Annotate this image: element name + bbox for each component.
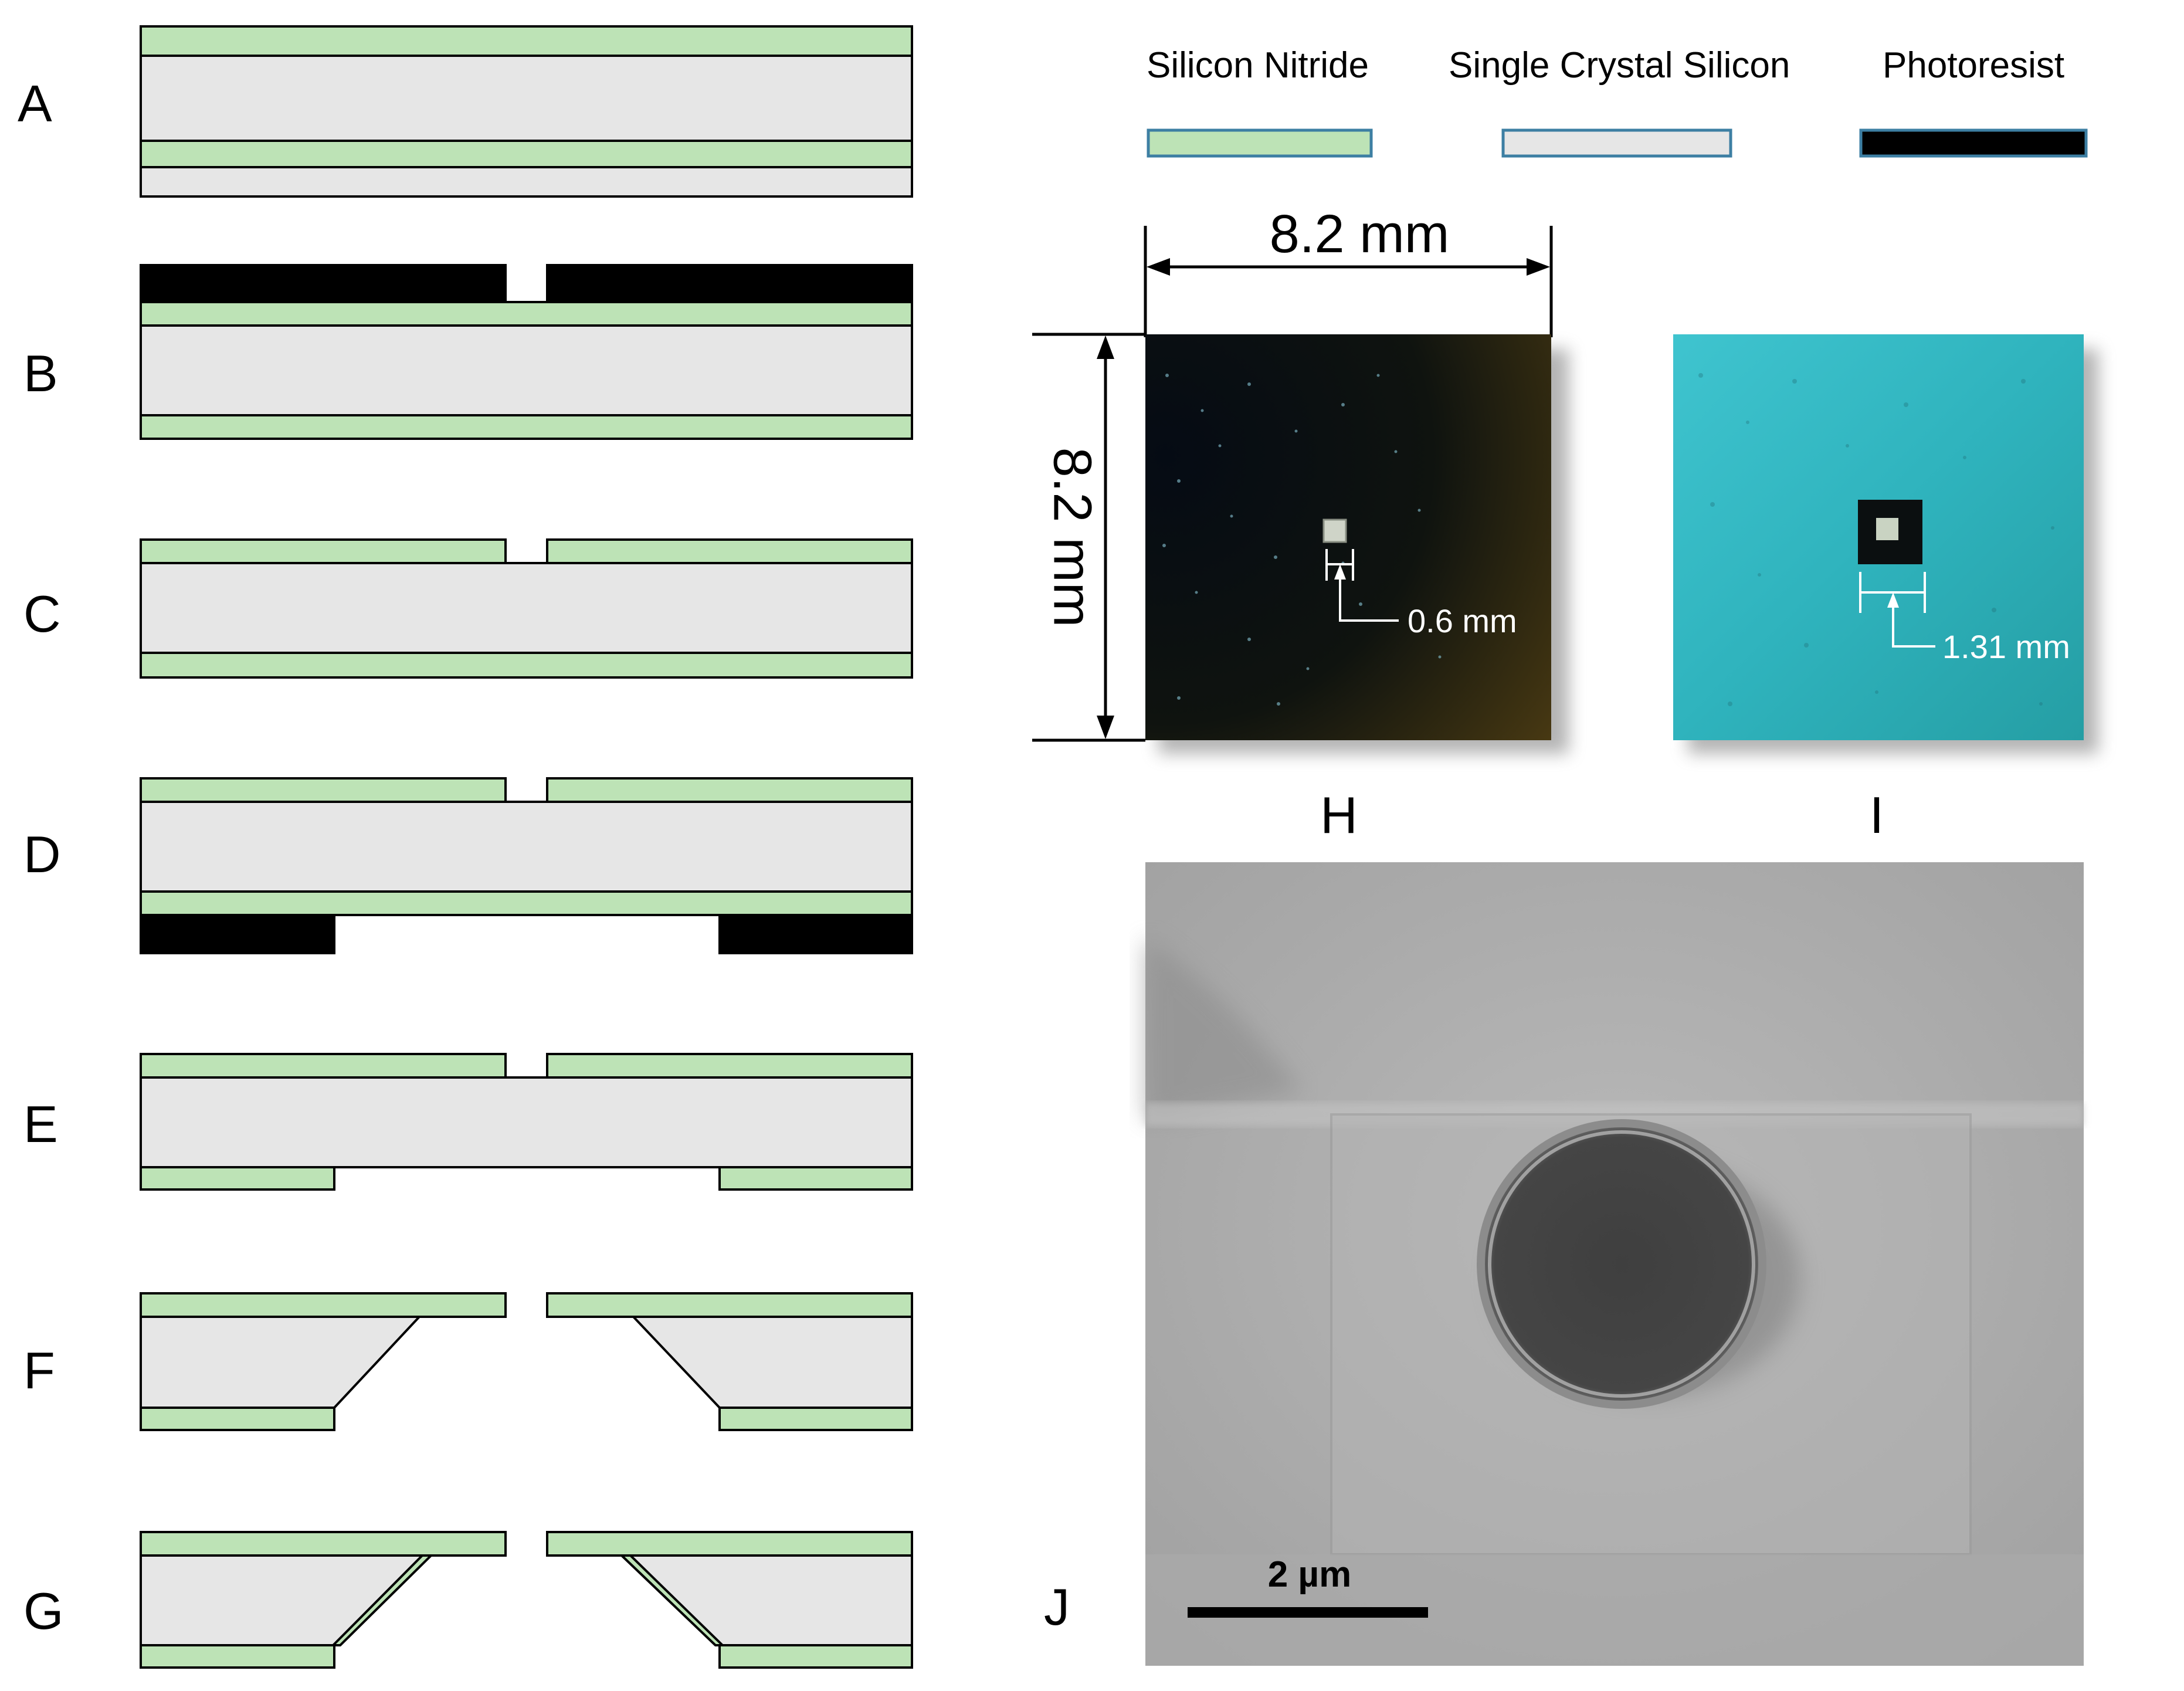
legend-swatch-silicon-nitride	[1147, 128, 1373, 158]
nitride-bottom-left	[140, 1407, 335, 1431]
width-dimension-label: 8.2 mm	[1270, 204, 1450, 264]
nitride-top-left	[140, 1531, 507, 1557]
legend-swatch-photoresist	[1859, 128, 2088, 158]
nitride-bottom-right	[718, 1644, 913, 1669]
legend-label-single-crystal-silicon: Single Crystal Silicon	[1449, 45, 1790, 86]
annotation-label-0-6mm: 0.6 mm	[1408, 602, 1517, 639]
step-d-cross-section	[140, 777, 913, 954]
legend-label-photoresist: Photoresist	[1883, 45, 2064, 86]
nitride-bottom-right	[718, 1407, 913, 1431]
legend-swatch-single-crystal-silicon	[1501, 128, 1732, 158]
nitride-top-right	[546, 1053, 913, 1079]
photo-i: 1.31 mm	[1673, 334, 2098, 754]
silicon-wafer	[140, 1076, 913, 1168]
nitride-top-left	[140, 777, 507, 803]
step-label-c: C	[23, 585, 61, 643]
panel-label-i: I	[1870, 786, 1884, 844]
nitride-top-right	[546, 1531, 913, 1557]
speckles	[1162, 374, 1442, 706]
step-b-cross-section	[140, 264, 913, 440]
sem-image: 2 µm	[1145, 862, 2084, 1666]
legend-label-silicon-nitride: Silicon Nitride	[1147, 45, 1369, 86]
nitride-top	[140, 301, 913, 327]
silicon-wafer	[140, 55, 913, 198]
photoresist-bottom-left	[140, 914, 335, 954]
silicon-left-etched	[140, 1554, 434, 1646]
nitride-bottom-left	[140, 1644, 335, 1669]
nitride-top-right	[546, 538, 913, 564]
nitride-bottom	[140, 140, 913, 168]
annotation-0-6mm	[1325, 549, 1399, 622]
legend: Silicon Nitride Single Crystal Silicon P…	[1147, 45, 2088, 158]
step-a-cross-section	[140, 25, 913, 198]
nitride-top-right	[546, 777, 913, 803]
height-dimension-label: 8.2 mm	[1043, 448, 1103, 628]
annotation-1-31mm	[1859, 572, 1935, 648]
step-label-b: B	[23, 344, 58, 402]
membrane-window	[1876, 518, 1898, 540]
nitride-bottom	[140, 652, 913, 679]
photo-h: 0.6 mm	[1145, 334, 1569, 754]
step-label-a: A	[18, 74, 52, 133]
step-label-e: E	[23, 1095, 58, 1153]
nitride-bottom	[140, 890, 913, 916]
dimension-height	[1032, 333, 1145, 742]
nitride-top	[140, 25, 913, 57]
annotation-label-1-31mm: 1.31 mm	[1942, 628, 2070, 665]
panel-label-j: J	[1044, 1578, 1070, 1636]
step-e-cross-section	[140, 1053, 913, 1191]
dimension-width	[1144, 226, 1553, 337]
nitride-top-left	[140, 1292, 507, 1318]
nitride-bottom-left	[140, 1166, 335, 1191]
step-g-cross-section	[140, 1531, 913, 1669]
step-label-f: F	[23, 1341, 55, 1399]
silicon-right-etched	[619, 1554, 913, 1646]
silicon-wafer	[140, 324, 913, 418]
silicon-left-etched	[140, 1316, 422, 1409]
panel-label-h: H	[1320, 786, 1358, 844]
membrane-window-small	[1322, 519, 1347, 543]
nitride-top-right	[546, 1292, 913, 1318]
nitride-top-left	[140, 538, 507, 564]
step-labels: A B C D E F G	[18, 74, 63, 1640]
nanopore	[1477, 1119, 1766, 1409]
nitride-top-left	[140, 1053, 507, 1079]
step-f-cross-section	[140, 1292, 913, 1431]
step-c-cross-section	[140, 538, 913, 679]
silicon-wafer	[140, 562, 913, 655]
texture	[1698, 373, 2054, 706]
chip-photo-dark	[1145, 334, 1551, 740]
scale-bar	[1188, 1607, 1428, 1618]
step-label-d: D	[23, 825, 61, 883]
nitride-bottom-right	[718, 1166, 913, 1191]
nitride-bottom	[140, 414, 913, 440]
silicon-wafer	[140, 801, 913, 894]
photoresist-left	[140, 264, 507, 303]
step-label-g: G	[23, 1582, 63, 1640]
photoresist-bottom-right	[718, 914, 913, 954]
photoresist-right	[546, 264, 913, 303]
silicon-right-etched	[630, 1316, 913, 1409]
scale-bar-label: 2 µm	[1268, 1554, 1352, 1595]
